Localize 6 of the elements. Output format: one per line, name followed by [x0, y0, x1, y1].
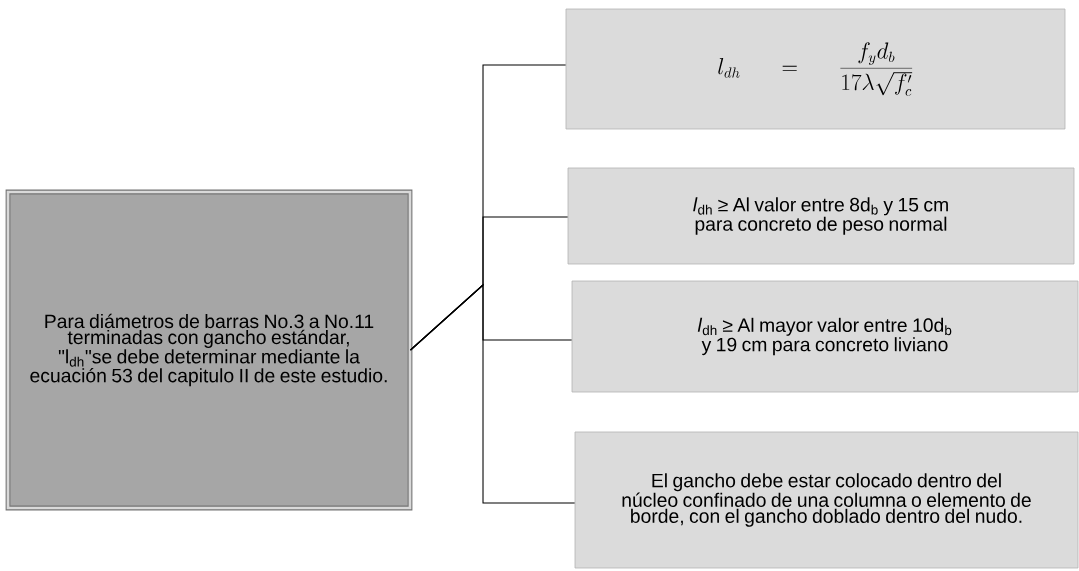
text-box: El gancho debe estar colocado dentro del núcleo confinado de una columna o elemento de borde, con el gancho doblado dentro del nudo. — [574, 431, 1079, 569]
connector-line — [410, 283, 576, 504]
text-box: l$_{dh}$ ≥ Al valor entre 8d$_{b}$ y 15 cm para concreto de peso normal — [567, 167, 1075, 265]
text-box: $l_{dh}=\frac{f_y d_b}{17\lambda\sqrt{f'_{c}}}$ — [565, 8, 1066, 130]
process-box: Para diámetros de barras No.3 a No.11 terminadas con gancho estándar, "l$_{dh}$"se debe determinar mediante la ecuación 53 del capitulo II de este estudio. — [5, 189, 413, 511]
text-box: l$_{dh}$ ≥ Al mayor valor entre 10d$_{b}$ y 19 cm para concreto liviano — [571, 280, 1079, 393]
